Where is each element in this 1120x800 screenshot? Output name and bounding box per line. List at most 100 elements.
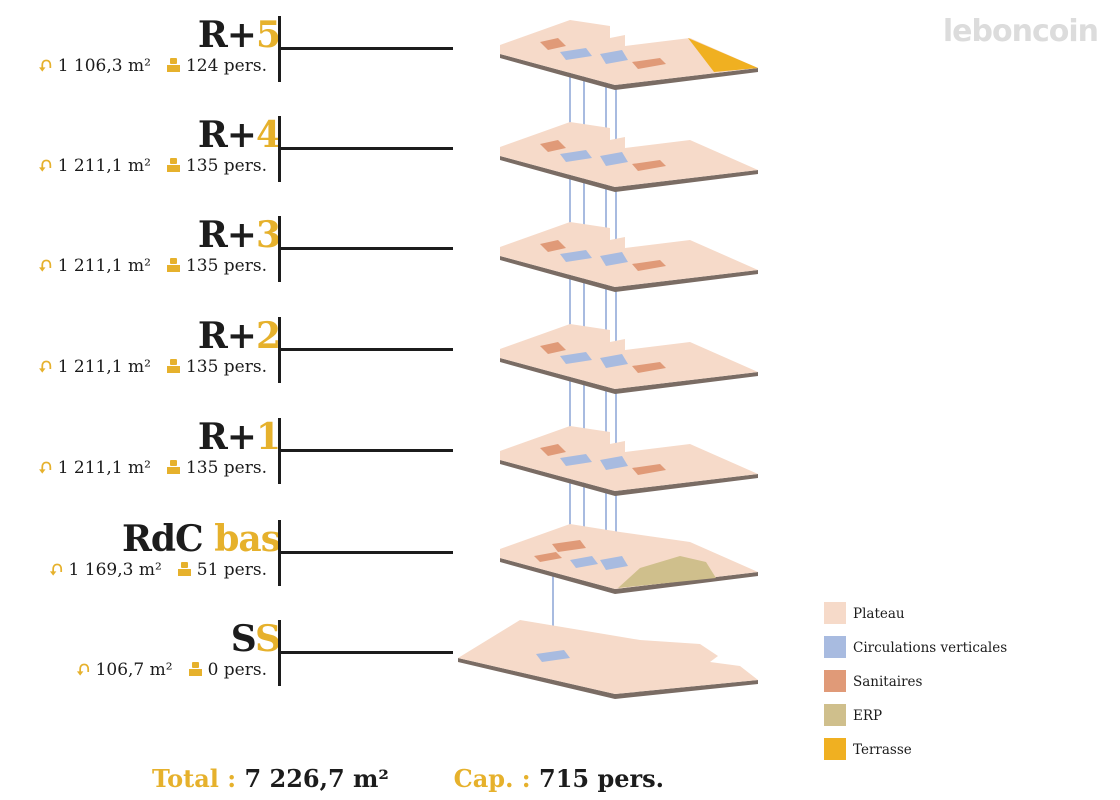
plate-surface bbox=[500, 426, 758, 491]
circulation-zone bbox=[600, 50, 628, 64]
sanitaires-zone bbox=[632, 58, 666, 69]
legend-label: Sanitaires bbox=[853, 674, 923, 690]
level-area: 1 211,1 m² bbox=[57, 156, 151, 176]
totals-line: Total : 7 226,7 m² Cap. : 715 pers. bbox=[152, 764, 664, 793]
sanitaires-zone bbox=[540, 444, 566, 456]
area-arrow-icon: ⮏ bbox=[38, 156, 52, 175]
level-stats: ⮏ 1 211,1 m² 135 pers. bbox=[39, 156, 267, 176]
legend-label: ERP bbox=[853, 708, 883, 724]
level-area: 106,7 m² bbox=[95, 660, 173, 680]
person-icon bbox=[166, 158, 180, 172]
level-occupancy: 135 pers. bbox=[185, 357, 267, 377]
area-arrow-icon: ⮏ bbox=[76, 660, 90, 679]
level-area: 1 211,1 m² bbox=[57, 256, 151, 276]
level-area: 1 169,3 m² bbox=[68, 560, 162, 580]
legend-swatch bbox=[824, 670, 846, 692]
level-number: S bbox=[255, 618, 281, 660]
level-prefix: R+ bbox=[197, 114, 257, 156]
level-name: R+1 bbox=[197, 416, 281, 458]
watermark-logo: leboncoin bbox=[942, 14, 1099, 49]
level-divider bbox=[278, 216, 281, 282]
level-occupancy: 51 pers. bbox=[196, 560, 267, 580]
level-row: SS ⮏ 106,7 m² 0 pers. bbox=[0, 620, 470, 700]
person-icon bbox=[188, 662, 202, 676]
circulation-zone bbox=[560, 150, 592, 162]
circulation-zone bbox=[570, 556, 598, 568]
circulation-zone bbox=[560, 352, 592, 364]
level-leader-line bbox=[281, 449, 453, 452]
level-row: R+4 ⮏ 1 211,1 m² 135 pers. bbox=[0, 116, 470, 196]
level-stats: ⮏ 106,7 m² 0 pers. bbox=[77, 660, 267, 680]
level-number: 3 bbox=[255, 214, 281, 256]
sanitaires-zone bbox=[552, 540, 586, 552]
sanitaires-zone bbox=[540, 240, 566, 252]
level-area: 1 106,3 m² bbox=[57, 56, 151, 76]
erp-zone bbox=[618, 556, 716, 588]
level-number: bas bbox=[214, 518, 281, 560]
terrasse-zone bbox=[688, 38, 758, 72]
area-arrow-icon: ⮏ bbox=[38, 56, 52, 75]
person-icon bbox=[166, 258, 180, 272]
capacity-value: 715 pers. bbox=[539, 764, 665, 793]
level-name: R+4 bbox=[197, 114, 281, 156]
level-area: 1 211,1 m² bbox=[57, 458, 151, 478]
level-occupancy: 0 pers. bbox=[207, 660, 267, 680]
level-prefix: R+ bbox=[197, 416, 257, 458]
level-area: 1 211,1 m² bbox=[57, 357, 151, 377]
sanitaires-zone bbox=[540, 342, 566, 354]
person-icon bbox=[166, 460, 180, 474]
level-occupancy: 135 pers. bbox=[185, 458, 267, 478]
level-divider bbox=[278, 620, 281, 686]
level-prefix: S bbox=[230, 618, 256, 660]
slab-edge bbox=[500, 460, 758, 496]
level-divider bbox=[278, 418, 281, 484]
level-prefix: R+ bbox=[197, 315, 257, 357]
plate-surface bbox=[458, 620, 758, 694]
level-number: 4 bbox=[255, 114, 281, 156]
slab-edge bbox=[500, 558, 758, 594]
level-prefix: R+ bbox=[197, 214, 257, 256]
circulation-zone bbox=[560, 454, 592, 466]
plate-surface bbox=[500, 222, 758, 287]
legend-label: Terrasse bbox=[853, 742, 912, 758]
level-prefix: R+ bbox=[197, 14, 257, 56]
level-leader-line bbox=[281, 247, 453, 250]
level-leader-line bbox=[281, 551, 453, 554]
level-number: 5 bbox=[255, 14, 281, 56]
circulation-zone bbox=[560, 48, 592, 60]
capacity-label: Cap. : bbox=[453, 764, 531, 793]
sanitaires-zone bbox=[540, 38, 566, 50]
circulation-zone bbox=[600, 556, 628, 570]
legend-swatch bbox=[824, 738, 846, 760]
circulation-zone bbox=[600, 354, 628, 368]
sanitaires-zone bbox=[540, 140, 566, 152]
person-icon bbox=[166, 58, 180, 72]
level-occupancy: 124 pers. bbox=[185, 56, 267, 76]
level-name: RdC bas bbox=[122, 518, 281, 560]
level-leader-line bbox=[281, 651, 453, 654]
total-value: 7 226,7 m² bbox=[244, 764, 389, 793]
level-name: R+5 bbox=[197, 14, 281, 56]
level-name: R+2 bbox=[197, 315, 281, 357]
total-label: Total : bbox=[152, 764, 237, 793]
legend-swatch bbox=[824, 602, 846, 624]
sanitaires-zone bbox=[632, 260, 666, 271]
slab-edge bbox=[500, 54, 758, 90]
legend-swatch bbox=[824, 704, 846, 726]
person-icon bbox=[166, 359, 180, 373]
level-divider bbox=[278, 16, 281, 82]
level-occupancy: 135 pers. bbox=[185, 156, 267, 176]
level-stats: ⮏ 1 106,3 m² 124 pers. bbox=[39, 56, 267, 76]
circulation-zone bbox=[600, 456, 628, 470]
sanitaires-zone bbox=[632, 362, 666, 373]
slab-edge bbox=[500, 156, 758, 192]
